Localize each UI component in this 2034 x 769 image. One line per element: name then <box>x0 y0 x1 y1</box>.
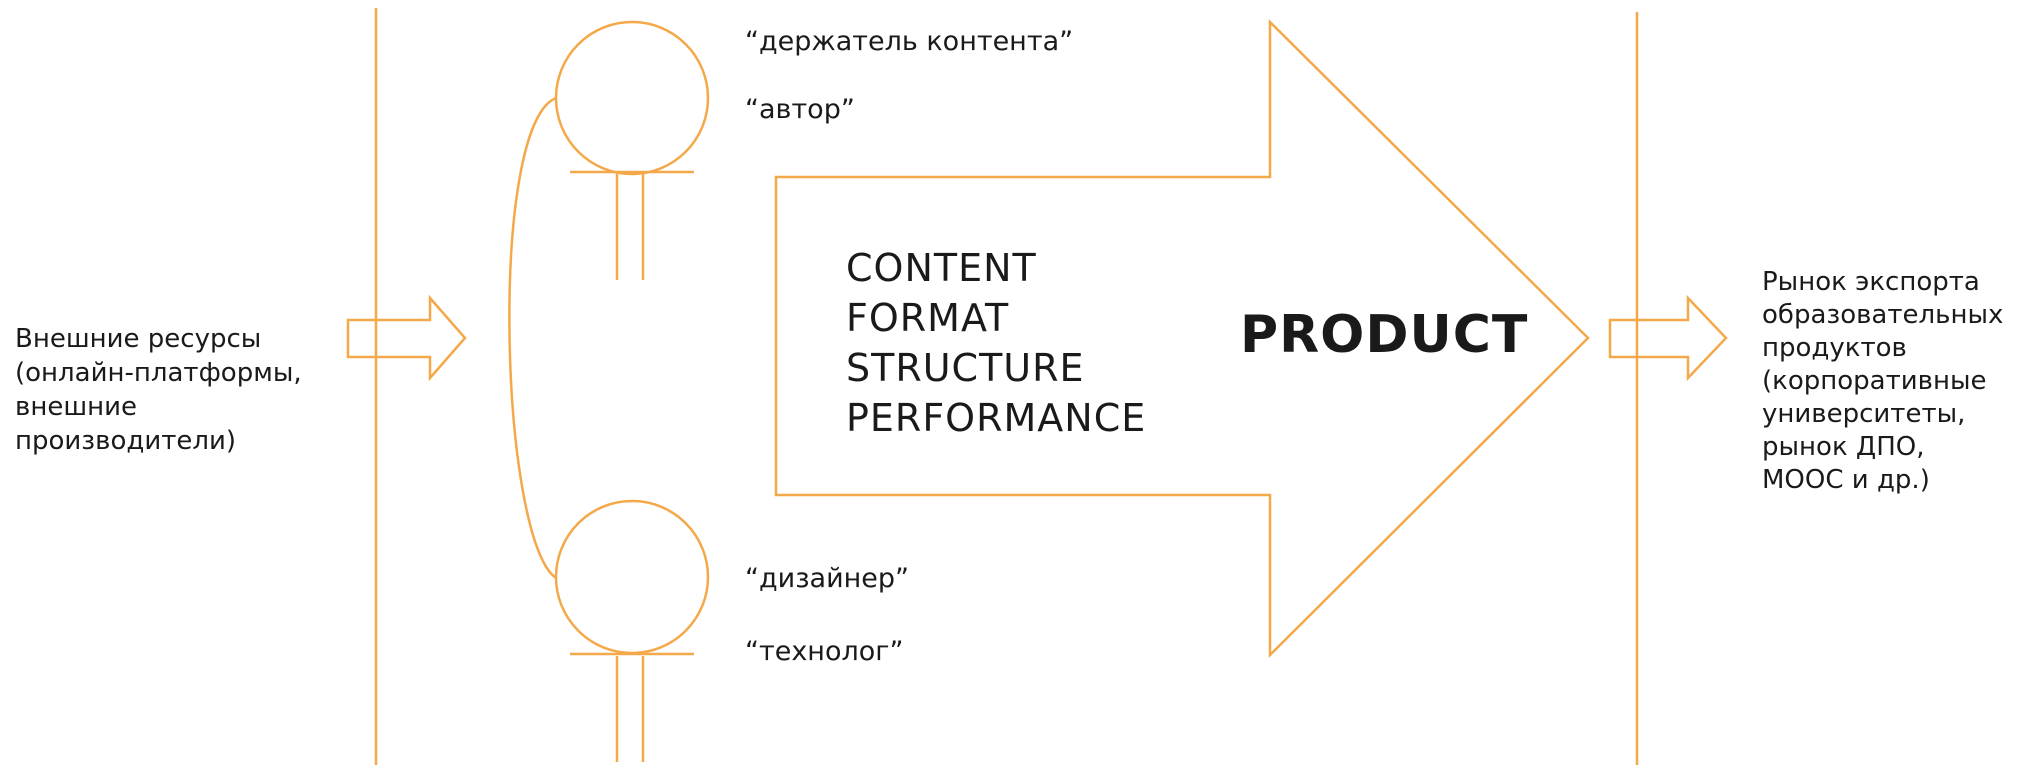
product-attributes-list: CONTENT FORMAT STRUCTURE PERFORMANCE <box>846 243 1146 443</box>
attribute-item: CONTENT <box>846 246 1037 290</box>
product-arrow-icon <box>774 18 1590 659</box>
attribute-item: FORMAT <box>846 296 1010 340</box>
attribute-item: PERFORMANCE <box>846 396 1147 440</box>
figures-connector-arc <box>508 96 557 580</box>
export-market-line: продуктов <box>1762 333 1907 363</box>
product-label: PRODUCT <box>1240 305 1529 365</box>
role-technologist-label: “технолог” <box>745 636 904 667</box>
role-holder-label: “держатель контента” <box>745 26 1074 57</box>
person-figure-top-icon <box>554 20 710 280</box>
person-figure-bottom-icon <box>554 499 710 762</box>
external-resources-line: внешние <box>15 392 138 422</box>
output-arrow-icon <box>1608 294 1728 382</box>
export-market-line: университеты, <box>1762 399 1966 429</box>
attribute-item: STRUCTURE <box>846 346 1085 390</box>
external-resources-line: производители) <box>15 426 237 456</box>
external-resources-line: (онлайн-платформы, <box>15 358 302 388</box>
input-arrow-icon <box>346 294 467 382</box>
external-resources-text: Внешние ресурсы (онлайн-платформы, внешн… <box>15 322 302 458</box>
role-author-label: “автор” <box>745 94 855 125</box>
export-market-line: образовательных <box>1762 300 2004 330</box>
export-market-line: (корпоративные <box>1762 366 1987 396</box>
export-market-line: Рынок экспорта <box>1762 267 1980 297</box>
export-market-line: рынок ДПО, <box>1762 432 1925 462</box>
export-market-line: МООС и др.) <box>1762 465 1930 495</box>
external-resources-line: Внешние ресурсы <box>15 324 262 354</box>
role-designer-label: “дизайнер” <box>745 563 910 594</box>
export-market-text: Рынок экспорта образовательных продуктов… <box>1762 266 2003 497</box>
